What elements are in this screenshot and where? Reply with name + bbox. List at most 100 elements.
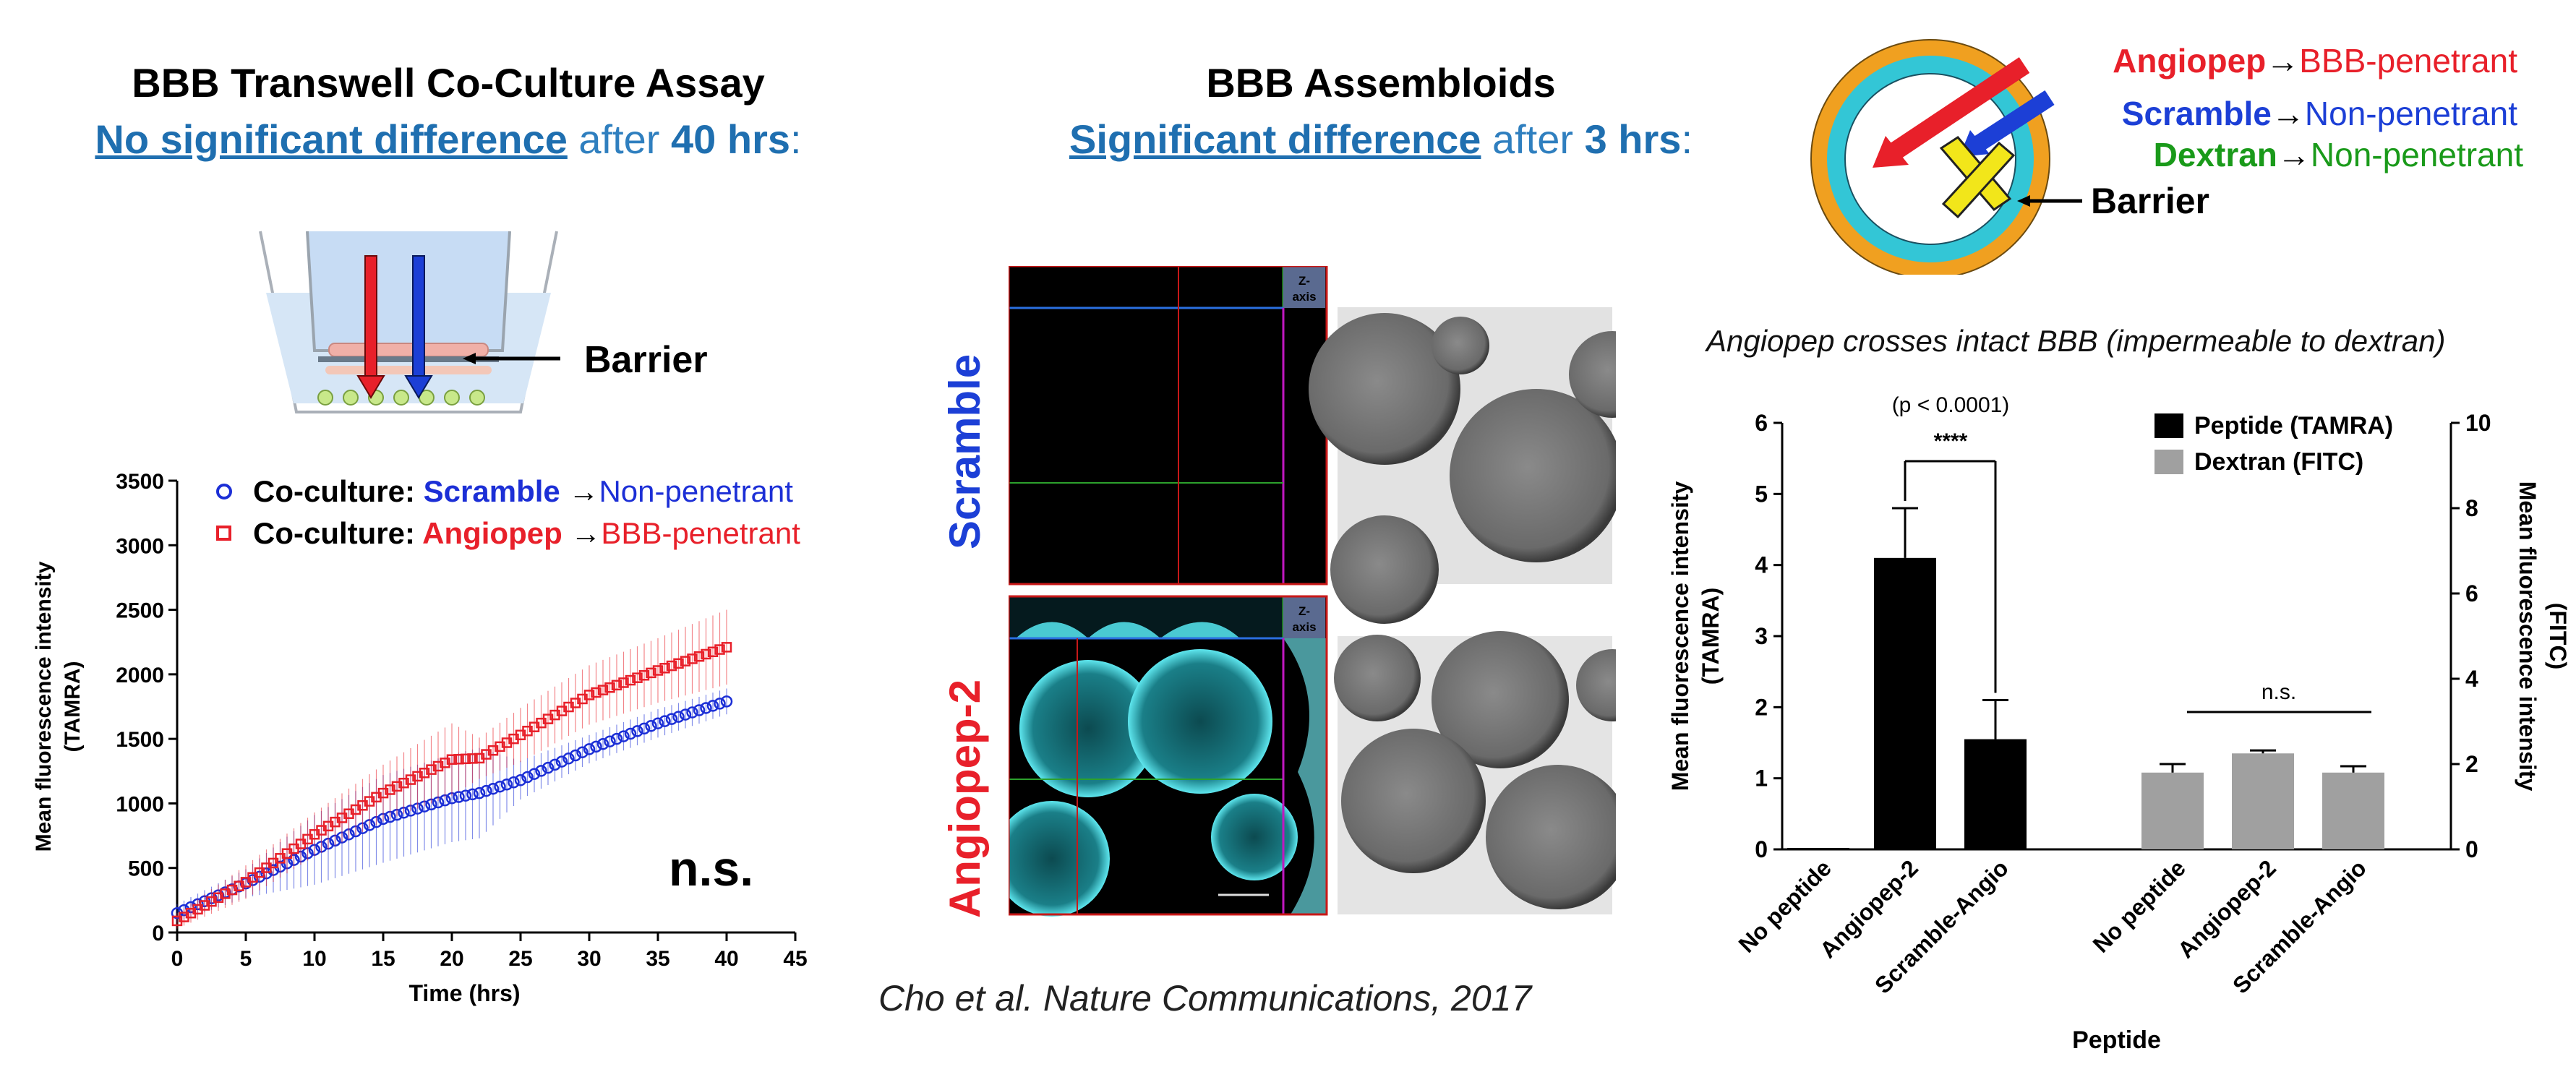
y-tick-label: 1000 <box>116 792 164 816</box>
microscopy-panel: Z- axis Z- axis <box>1009 266 1616 917</box>
data-point <box>604 735 616 747</box>
data-point <box>701 648 711 660</box>
legend-scramble: Scramble→Non-penetrant <box>2122 95 2517 132</box>
legend-prefix: Co-culture: <box>253 516 422 550</box>
left-y-tick-label: 5 <box>1755 481 1768 507</box>
data-point <box>617 730 630 742</box>
transwell-bottom-cells <box>325 366 492 374</box>
z-axis-label-bottom-1: Z- <box>1298 604 1310 618</box>
data-point <box>686 706 698 719</box>
data-point <box>611 679 622 691</box>
y-tick-label: 500 <box>128 857 164 881</box>
legend-entry: Co-culture: Angiopep →BBB-penetrant <box>253 516 800 550</box>
left-y-tick-label: 0 <box>1755 836 1768 862</box>
data-point <box>720 695 733 708</box>
legend-scramble-desc: Non-penetrant <box>2305 95 2517 132</box>
data-point <box>638 670 650 681</box>
transwell-blue-arrow-head <box>404 375 433 399</box>
legend-marker <box>216 484 232 499</box>
legend-marker <box>216 526 231 541</box>
left-y-tick-label: 2 <box>1755 694 1768 720</box>
transwell-red-arrow-shaft <box>364 255 377 380</box>
data-point <box>659 715 671 727</box>
data-point <box>412 771 423 782</box>
data-point <box>687 653 698 664</box>
legend-desc: Non-penetrant <box>599 474 793 508</box>
left-subtitle-end: : <box>790 116 802 162</box>
data-point <box>659 663 670 674</box>
data-point <box>590 740 602 753</box>
data-point <box>426 764 437 775</box>
data-point <box>542 761 555 774</box>
data-point <box>514 774 527 786</box>
data-point <box>453 791 465 803</box>
legend-dextran-name: Dextran <box>2154 136 2277 173</box>
ns-label: n.s. <box>2262 680 2296 704</box>
data-point <box>693 651 705 662</box>
legend-dextran-arrow: → <box>2277 136 2311 173</box>
right-y-tick-label: 4 <box>2465 666 2478 692</box>
y-tick-label: 3500 <box>116 470 164 494</box>
row-label-scramble: Scramble <box>941 353 989 549</box>
x-tick-label: 0 <box>171 947 184 971</box>
data-point <box>645 720 657 732</box>
bar <box>1874 557 1936 849</box>
data-point <box>419 768 430 779</box>
legend-angiopep: Angiopep→BBB-penetrant <box>2113 42 2517 80</box>
data-point <box>693 704 706 716</box>
data-point <box>405 774 416 785</box>
legend-angiopep-name: Angiopep <box>2113 42 2266 80</box>
transwell-red-arrow-head <box>356 375 385 399</box>
data-point <box>680 656 691 666</box>
right-y-tick-label: 10 <box>2465 410 2491 436</box>
right-y-tick-label: 2 <box>2465 751 2478 777</box>
transwell-barrier-pointer-head <box>463 353 476 364</box>
row-label-angiopep: Angiopep-2 <box>941 679 989 918</box>
y-tick-label: 1500 <box>116 728 164 752</box>
data-point <box>473 786 486 799</box>
data-point <box>596 738 609 750</box>
data-point <box>651 717 664 729</box>
legend-label: Peptide (TAMRA) <box>2194 412 2393 439</box>
data-point <box>487 782 500 795</box>
x-tick-label: 35 <box>646 947 669 971</box>
assembloid-barrier-label: Barrier <box>2091 181 2209 221</box>
middle-subtitle-time: 3 hrs <box>1584 116 1682 162</box>
scramble-confocal-image <box>1009 266 1328 586</box>
legend-arrow: → <box>560 474 599 508</box>
legend-swatch <box>2154 413 2183 438</box>
legend-prefix: Co-culture: <box>253 474 424 508</box>
legend-dextran: Dextran→Non-penetrant <box>2154 136 2524 173</box>
data-point <box>500 778 513 791</box>
data-point <box>700 702 712 714</box>
x-tick-label: 30 <box>577 947 601 971</box>
data-point <box>440 758 450 768</box>
bar-chart-caption: Angiopep crosses intact BBB (impermeable… <box>1706 324 2446 358</box>
ns-label: n.s. <box>669 841 753 896</box>
legend-label: Dextran (FITC) <box>2194 448 2363 476</box>
left-panel-subtitle: No significant difference after 40 hrs: <box>0 116 897 163</box>
data-point <box>632 672 643 683</box>
data-point <box>459 789 472 802</box>
x-tick-label: 20 <box>440 947 463 971</box>
data-point <box>706 700 719 712</box>
p-value-label: (p < 0.0001) <box>1892 393 2010 417</box>
x-tick-label: 40 <box>714 947 738 971</box>
bar <box>1964 739 2027 849</box>
data-point <box>672 711 685 723</box>
data-point <box>714 644 725 655</box>
barrier-pointer-head <box>2017 195 2030 207</box>
angiopep-brightfield-image <box>1334 631 1616 914</box>
data-point <box>707 646 719 658</box>
data-point <box>714 698 726 710</box>
left-y-axis-label: (TAMRA) <box>1698 588 1724 685</box>
transwell-astrocytes <box>317 390 485 406</box>
transwell-membrane <box>318 356 499 362</box>
data-point <box>521 771 534 784</box>
right-y-tick-label: 0 <box>2465 836 2478 862</box>
transwell-barrier-label: Barrier <box>584 339 708 381</box>
left-y-tick-label: 6 <box>1755 410 1768 436</box>
